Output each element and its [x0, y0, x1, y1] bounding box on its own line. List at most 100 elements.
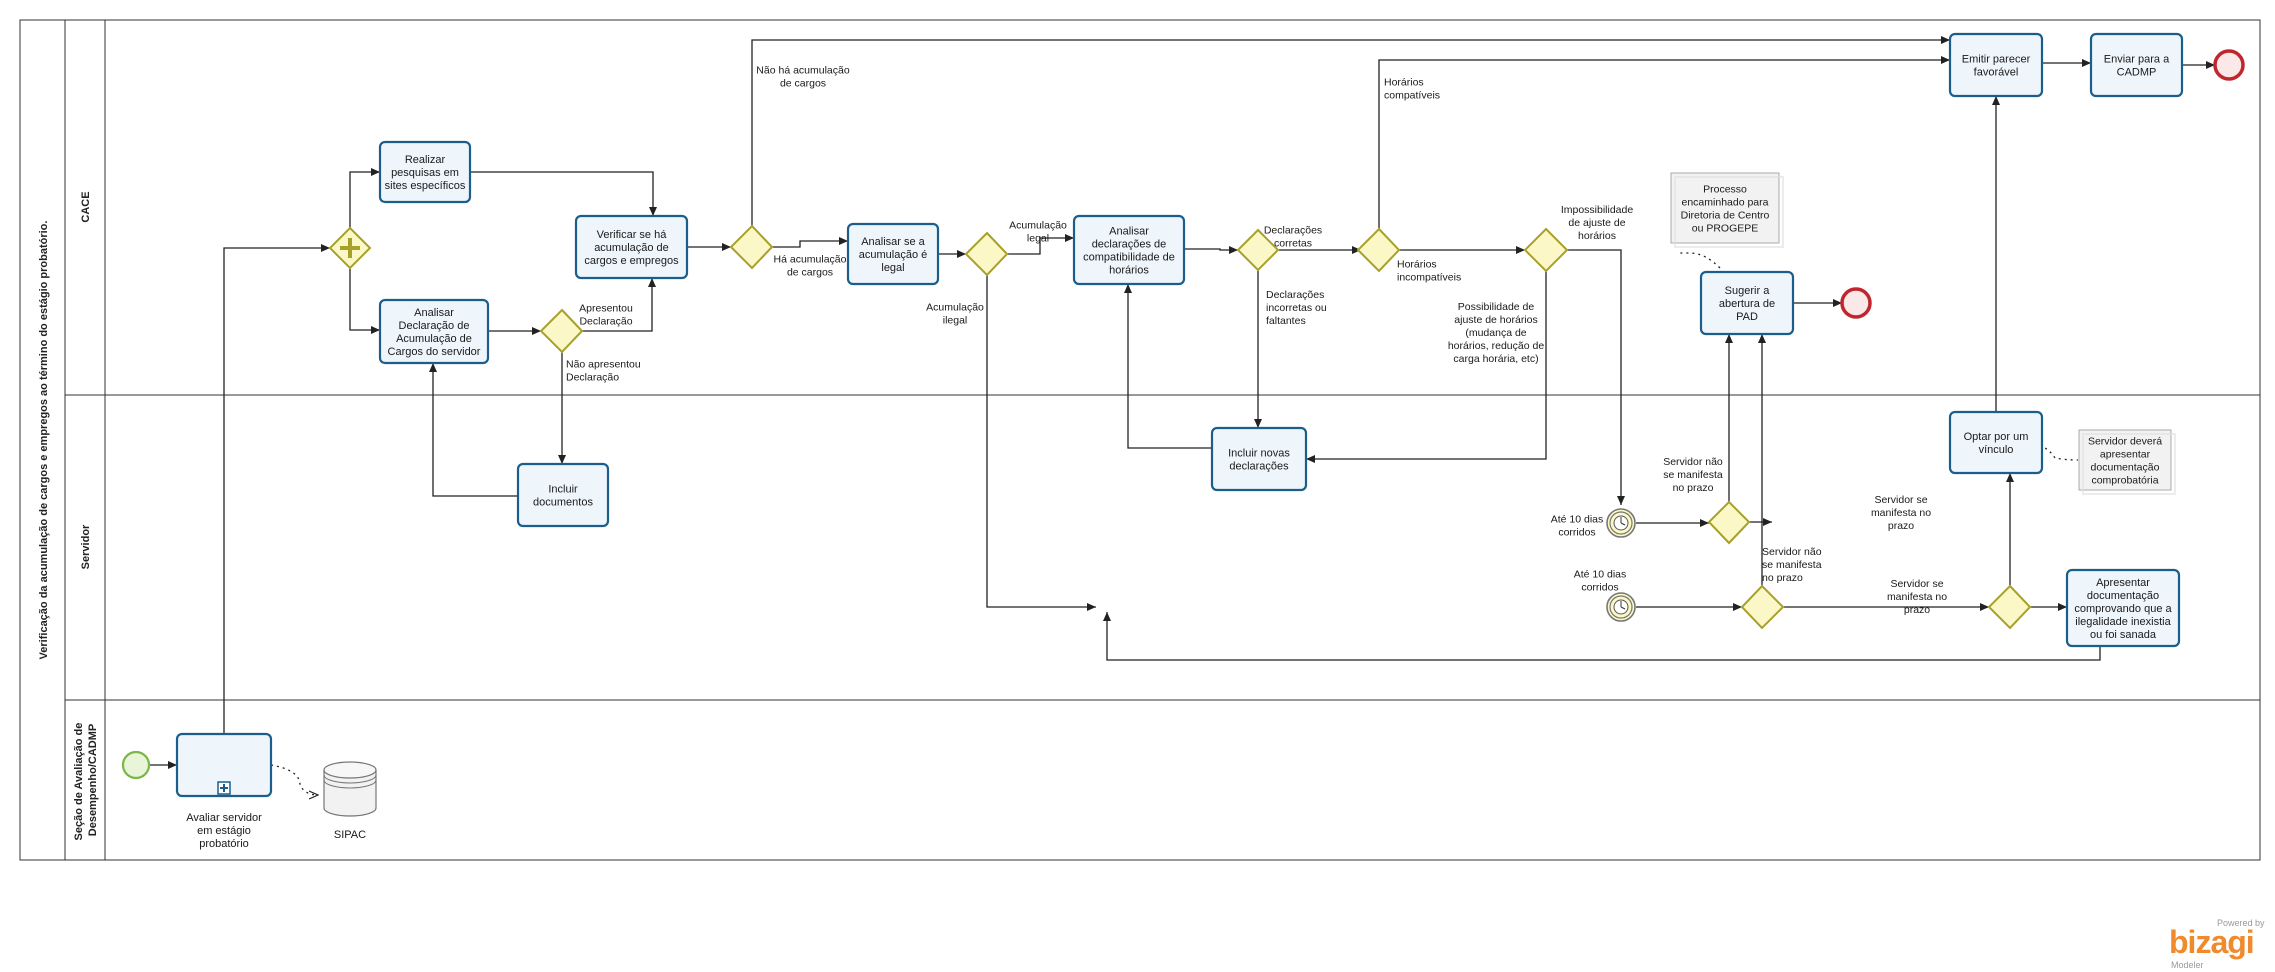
task-shape[interactable] [175, 732, 273, 798]
task-shape[interactable] [2089, 32, 2184, 98]
task-label-verificar-line: Verificar se há [597, 229, 668, 241]
parallel-gateway [328, 226, 372, 270]
lane-label-cadmp: Seção de Avaliação de Desempenho/CADMP [73, 720, 99, 841]
flow-impossib-to-timer1 [1567, 249, 1625, 505]
task-label-emitir-line: Emitir parecer [1962, 54, 2031, 66]
flow-legal-to-compat [1007, 234, 1074, 255]
flow-possib-to-incluir-novas [1306, 271, 1547, 463]
flow-hor-compat-to-emitir [1378, 56, 1950, 229]
flow-gw-to-verificar [582, 278, 656, 332]
flow-label-ha-line: Há acumulação [774, 254, 847, 266]
flow-label-serv-nao-1-line: se manifesta [1663, 469, 1723, 481]
task-label-analisar-compat-line: Analisar [1109, 226, 1149, 238]
flow-label-serv-nao-1-line: no prazo [1673, 482, 1714, 494]
flow-label-serv-sim-2-line: manifesta no [1887, 591, 1947, 603]
flow-nao-ha-to-emitir [751, 36, 1950, 226]
task-label-analisar-compat-line: compatibilidade de [1083, 252, 1175, 264]
flow-label-serv-nao-2-line: se manifesta [1762, 559, 1822, 571]
lane-label-servidor: Servidor [80, 524, 92, 569]
task-label-optar-line: Optar por um [1964, 431, 2029, 443]
flow-label-nao-apresentou-line: Declaração [566, 372, 619, 384]
flow-parallel-to-pesquisas [349, 168, 380, 228]
task-avaliar[interactable] [175, 732, 273, 798]
task-label-analisar-decl-line: Analisar [414, 307, 454, 319]
gateway-horarios [1356, 227, 1401, 273]
task-label-analisar-compat-line: declarações de [1092, 239, 1167, 251]
task-shape[interactable] [846, 222, 940, 286]
task-label-analisar-decl-line: Declaração de [399, 320, 470, 332]
flow-label-decl-incorretas-line: incorretas ou [1266, 302, 1327, 314]
flow-ha-to-analisar-legal [772, 237, 848, 248]
flow-label-serv-nao-2-line: Servidor não [1762, 546, 1822, 558]
flow-incluir-docs-to-analisar-decl [429, 363, 518, 497]
flow-label-apresentou-line: Apresentou [579, 303, 633, 315]
flow-label-nao-apresentou-line: Não apresentou [566, 359, 641, 371]
timer-label-timer2-line: Até 10 dias [1574, 569, 1627, 581]
gateway-ha-acumulacao [729, 224, 774, 270]
start-event [121, 750, 151, 780]
task-shape[interactable] [1210, 426, 1308, 492]
timer-label-timer2-line: corridos [1581, 582, 1618, 594]
flow-label-nao-ha-line: Não há acumulação [756, 65, 850, 77]
flow-label-impossib-line: Impossibilidade [1561, 204, 1634, 216]
task-shape[interactable] [2065, 568, 2181, 648]
task-label-analisar-decl-line: Cargos do servidor [388, 346, 481, 358]
timer-label-timer1-line: corridos [1558, 527, 1595, 539]
task-shape[interactable] [516, 462, 610, 528]
annotation-label-ann-serv-line: comprobatória [2091, 475, 2158, 487]
task-label-pesquisas-line: sites específicos [385, 180, 466, 192]
timer-event-2 [1606, 592, 1636, 622]
end-event-main [2213, 49, 2245, 81]
flow-label-serv-nao-1-line: Servidor não [1663, 456, 1723, 468]
task-shape[interactable] [1699, 270, 1795, 336]
flow-pesquisas-to-verificar [470, 171, 657, 216]
annotation-label-ann-serv-line: Servidor deverá [2088, 436, 2162, 448]
task-shape[interactable] [1072, 214, 1186, 286]
task-label-apresentar-doc-line: Apresentar [2096, 577, 2150, 589]
flow-compat-to-gw [1184, 246, 1238, 254]
task-shape[interactable] [1948, 32, 2044, 98]
flow-label-serv-sim-2-line: Servidor se [1890, 578, 1943, 590]
task-label-avaliar-line: Avaliar servidor [186, 812, 262, 824]
data-store-label: SIPAC [334, 829, 366, 841]
flow-label-serv-sim-1-line: manifesta no [1871, 507, 1931, 519]
task-shape[interactable] [378, 140, 472, 204]
gateway-declaracao [539, 308, 584, 354]
lane-label-cace: CACE [80, 191, 92, 222]
task-shape[interactable] [1948, 410, 2044, 475]
flow-label-ha-line: de cargos [787, 267, 833, 279]
gateway-manifesta-2 [1740, 584, 1785, 630]
logo-modeler: Modeler [2171, 960, 2204, 970]
logo-brand: bizagi [2169, 924, 2255, 960]
task-shape[interactable] [574, 214, 689, 280]
annotation-servidor [2078, 429, 2176, 495]
flow-label-serv-sim-1-line: Servidor se [1874, 494, 1927, 506]
task-shape[interactable] [378, 298, 490, 365]
flow-label-serv-sim-1-line: prazo [1888, 520, 1914, 532]
